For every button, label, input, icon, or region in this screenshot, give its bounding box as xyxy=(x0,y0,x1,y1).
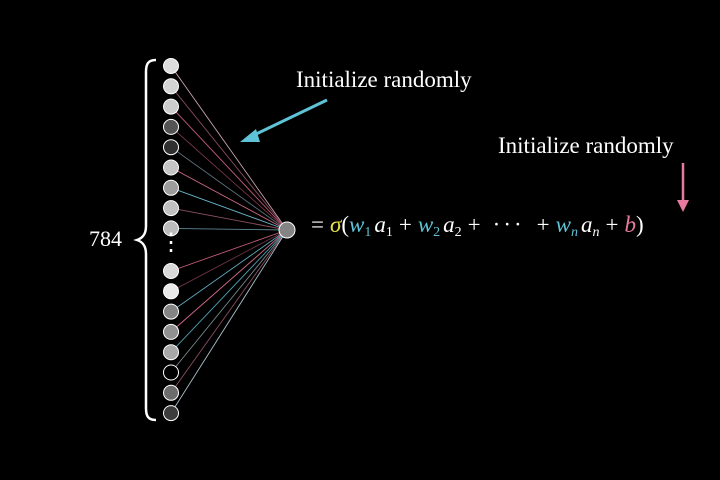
bias-arrow-head xyxy=(677,200,689,212)
input-neuron-top-7 xyxy=(163,179,179,196)
input-neuron-top-4 xyxy=(163,118,179,135)
weights-arrow-head xyxy=(240,129,260,142)
weights-annotation: Initialize randomly xyxy=(296,67,472,92)
output-neuron xyxy=(278,221,296,239)
plus-sign-1: + xyxy=(398,212,412,237)
weight-edge xyxy=(170,187,288,231)
activation-an: an xyxy=(580,212,600,240)
weight-edge xyxy=(170,229,288,373)
weight-edge xyxy=(170,65,288,231)
close-paren: ) xyxy=(635,212,644,237)
weight-edge xyxy=(170,126,288,231)
sigma-symbol: σ xyxy=(329,212,342,237)
weights-arrow-line xyxy=(251,98,328,138)
weight-w1: w1 xyxy=(349,212,372,240)
input-neuron-top-2 xyxy=(163,78,179,95)
weight-edge xyxy=(170,207,288,231)
ellipsis: ··· xyxy=(492,212,525,237)
input-neuron-top-9 xyxy=(163,220,179,237)
input-neuron-bottom-5 xyxy=(163,344,179,361)
input-neuron-top-6 xyxy=(163,159,179,176)
neuron-formula: = σ ( w1 a1 + w2 a2 + ··· + wn an + b ) xyxy=(305,212,644,248)
weight-edge xyxy=(170,229,288,292)
weight-edge xyxy=(170,229,288,272)
input-neuron-bottom-1 xyxy=(163,263,179,279)
plus-sign-2: + xyxy=(467,212,481,237)
weight-edge xyxy=(170,146,288,231)
activation-a1: a1 xyxy=(374,212,393,240)
open-paren: ( xyxy=(341,212,349,237)
input-neuron-bottom-6 xyxy=(163,364,179,381)
plus-sign-3: + xyxy=(536,212,550,237)
weight-edge xyxy=(170,86,288,231)
weight-w2: w2 xyxy=(417,212,441,240)
weight-edge xyxy=(170,229,288,353)
input-layer xyxy=(163,58,179,422)
curly-brace xyxy=(133,58,157,422)
weight-edge xyxy=(170,229,288,414)
input-neuron-bottom-4 xyxy=(163,323,179,340)
weight-edge xyxy=(170,229,288,333)
weight-edge xyxy=(170,227,288,231)
input-count-label: 784 xyxy=(89,226,122,251)
vertical-ellipsis: ⋮ xyxy=(159,228,183,256)
bias-annotation: Initialize randomly xyxy=(498,133,674,158)
weight-wn: wn xyxy=(555,212,578,240)
input-neuron-bottom-2 xyxy=(163,283,179,300)
input-neuron-top-5 xyxy=(163,139,179,156)
input-neuron-top-3 xyxy=(163,98,179,115)
input-neuron-top-1 xyxy=(163,58,179,74)
weight-edge xyxy=(170,229,288,312)
weight-edge xyxy=(170,106,288,231)
weight-edges xyxy=(170,65,288,414)
equals-sign: = xyxy=(311,212,324,237)
input-neuron-bottom-8 xyxy=(163,405,179,422)
weight-edge xyxy=(170,167,288,231)
bias-term: b xyxy=(624,212,636,237)
input-neuron-top-8 xyxy=(163,200,179,217)
input-neuron-bottom-7 xyxy=(163,384,179,401)
activation-a2: a2 xyxy=(443,212,462,240)
weight-edge xyxy=(170,229,288,394)
plus-sign-4: + xyxy=(605,212,619,237)
input-neuron-bottom-3 xyxy=(163,303,179,320)
